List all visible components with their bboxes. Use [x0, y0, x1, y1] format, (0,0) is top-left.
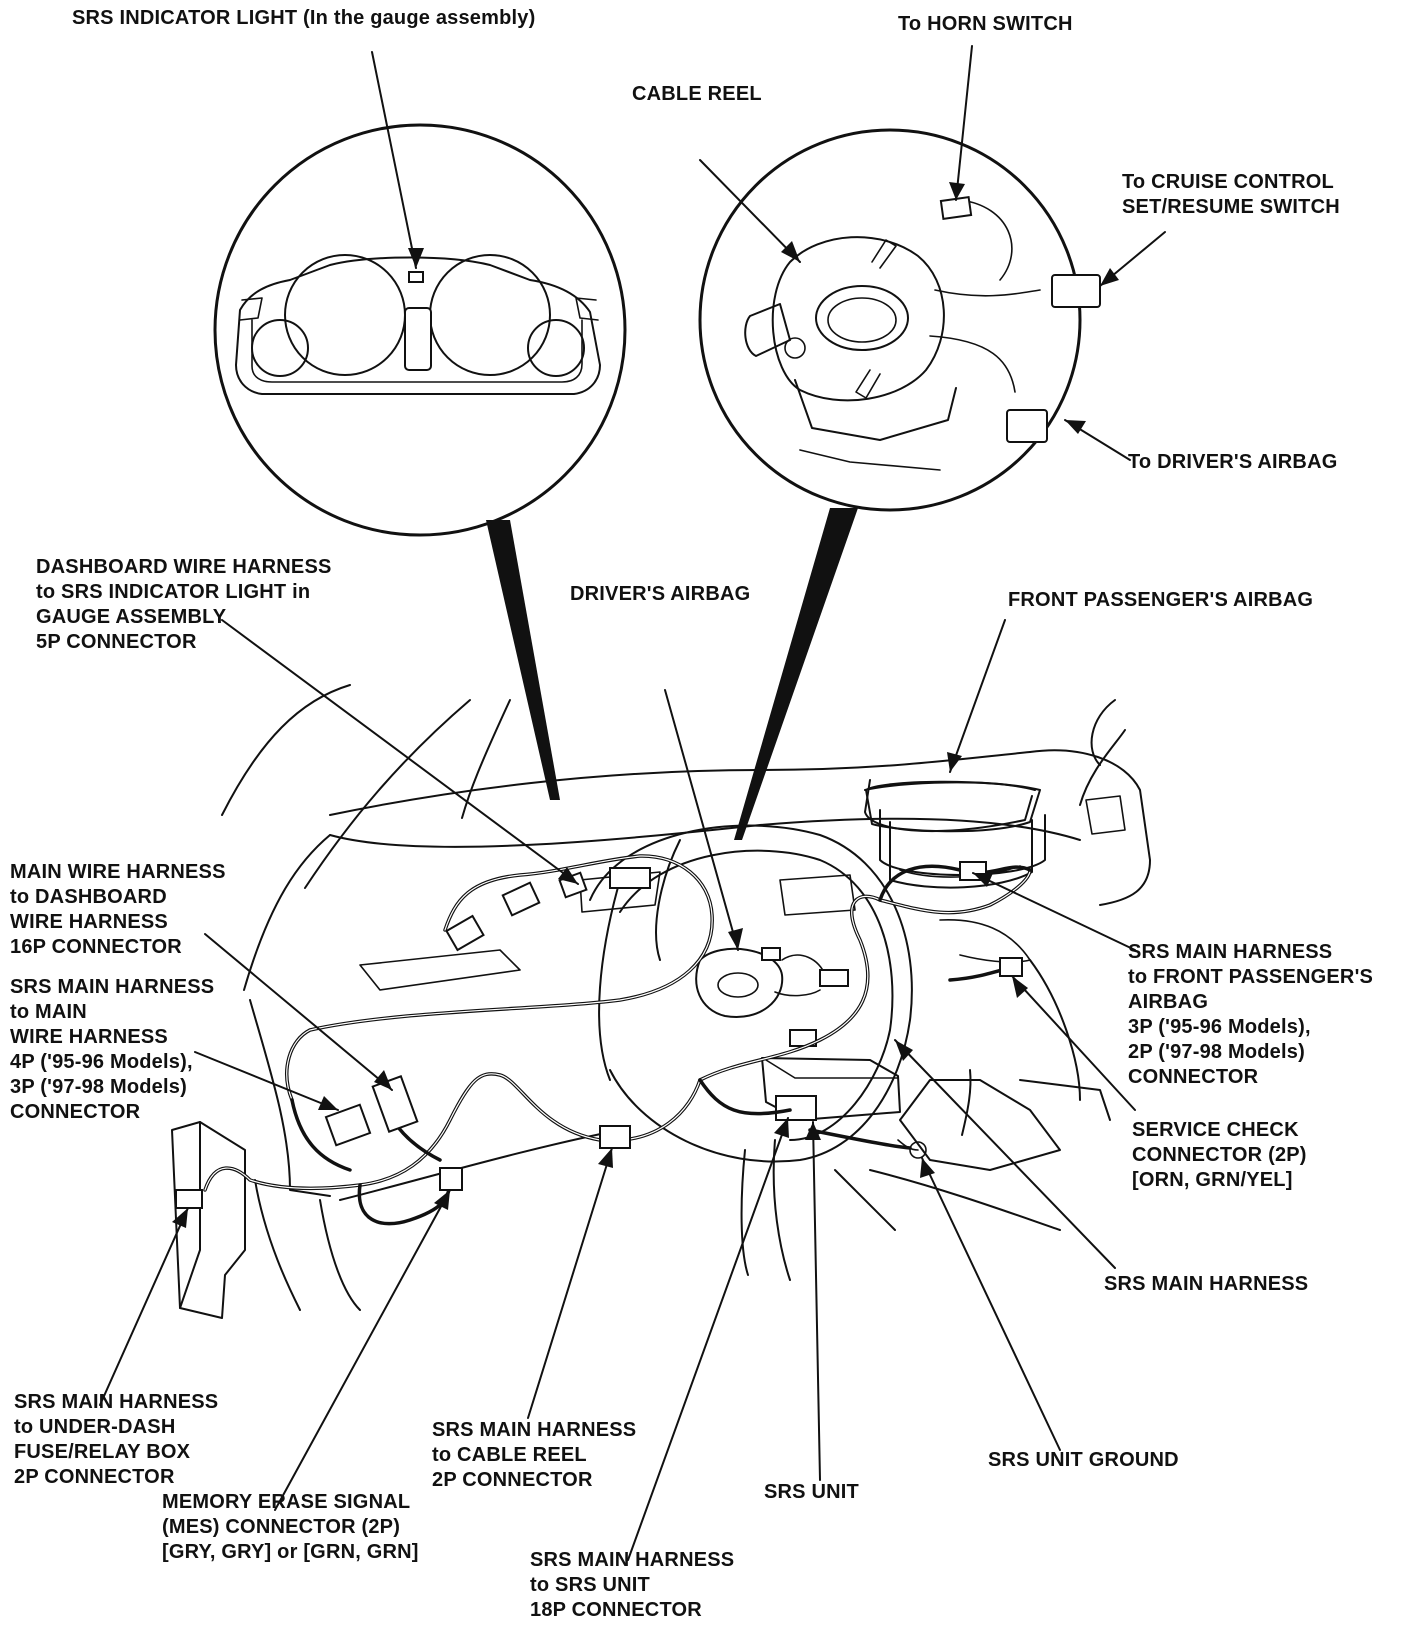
cable-reel-icon — [744, 196, 1101, 471]
dashboard-icon — [221, 684, 1151, 1311]
gauge-cluster-icon — [235, 254, 601, 395]
fuse-relay-box-icon — [171, 1121, 246, 1319]
label-cruise-control: To CRUISE CONTROL SET/RESUME SWITCH — [1122, 171, 1340, 218]
leader-lines — [99, 45, 1166, 1561]
connector-mes — [439, 1167, 463, 1191]
label-to-drivers-airbag: To DRIVER'S AIRBAG — [1128, 451, 1338, 473]
label-srs-main-to-passenger: SRS MAIN HARNESS to FRONT PASSENGER'S AI… — [1128, 941, 1374, 1088]
srs-unit-icon — [761, 1057, 927, 1159]
connector-main-srs — [324, 1103, 372, 1147]
label-cable-reel: CABLE REEL — [632, 83, 762, 105]
label-memory-erase-signal: MEMORY ERASE SIGNAL (MES) CONNECTOR (2P)… — [162, 1491, 419, 1563]
label-front-passenger-airbag: FRONT PASSENGER'S AIRBAG — [1008, 589, 1314, 611]
label-main-wire-harness: MAIN WIRE HARNESS to DASHBOARD WIRE HARN… — [10, 861, 226, 958]
label-srs-indicator-light: SRS INDICATOR LIGHT (In the gauge assemb… — [72, 7, 536, 29]
connector-service-check — [999, 957, 1023, 977]
label-srs-main-to-cable-reel: SRS MAIN HARNESS to CABLE REEL 2P CONNEC… — [432, 1419, 637, 1491]
label-srs-main-to-srs-unit: SRS MAIN HARNESS to SRS UNIT 18P CONNECT… — [530, 1549, 735, 1621]
label-service-check-connector: SERVICE CHECK CONNECTOR (2P) [ORN, GRN/Y… — [1132, 1119, 1307, 1191]
gauge-assembly-inset — [213, 123, 627, 800]
label-drivers-airbag: DRIVER'S AIRBAG — [570, 583, 751, 605]
label-srs-unit-ground: SRS UNIT GROUND — [988, 1449, 1179, 1471]
label-srs-main-to-main: SRS MAIN HARNESS to MAIN WIRE HARNESS 4P… — [10, 976, 215, 1123]
label-dashboard-wire-harness: DASHBOARD WIRE HARNESS to SRS INDICATOR … — [36, 556, 332, 653]
label-srs-unit: SRS UNIT — [764, 1481, 859, 1503]
connector-cable-reel-2p — [599, 1125, 631, 1149]
label-srs-main-harness: SRS MAIN HARNESS — [1104, 1273, 1309, 1295]
connector-16p — [371, 1075, 419, 1133]
arrowheads — [172, 182, 1119, 1228]
label-horn-switch: To HORN SWITCH — [898, 13, 1073, 35]
steering-wheel-icon — [589, 824, 913, 1281]
label-srs-main-to-fuse-box: SRS MAIN HARNESS to UNDER-DASH FUSE/RELA… — [14, 1391, 219, 1488]
cable-reel-inset — [698, 128, 1082, 840]
